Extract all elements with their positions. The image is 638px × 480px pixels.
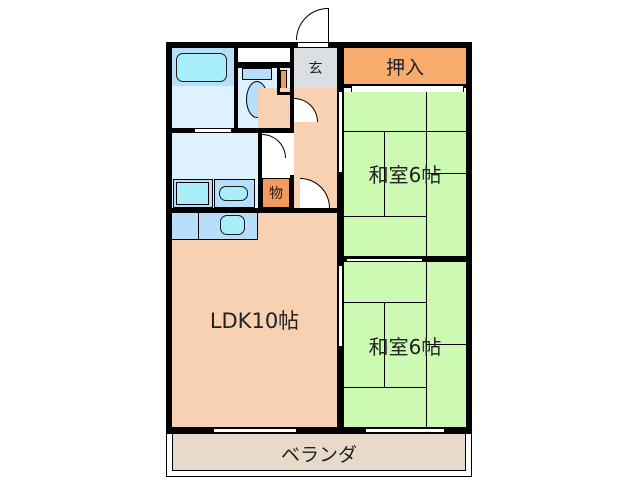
tatami-line bbox=[344, 131, 466, 132]
toilet-cabinet bbox=[280, 70, 287, 90]
genkan-label: 玄 bbox=[308, 61, 323, 77]
oshiire bbox=[344, 48, 466, 84]
wall-washroom-right bbox=[258, 133, 262, 212]
veranda-label: ベランダ bbox=[280, 443, 357, 466]
tatami-line bbox=[344, 387, 426, 388]
sliding-door-washitsu-upper[interactable] bbox=[338, 92, 343, 172]
ldk-label: LDK10帖 bbox=[209, 309, 300, 333]
ldk-room bbox=[172, 240, 337, 427]
storage-label: 物 bbox=[269, 186, 283, 202]
wall-bath-right bbox=[234, 48, 238, 133]
genkan bbox=[294, 48, 337, 88]
wall-toilet-top bbox=[234, 62, 294, 68]
wall-ldk-washitsu bbox=[337, 42, 344, 434]
wall-toilet-cabinet-b bbox=[277, 92, 294, 95]
wall-right bbox=[466, 42, 472, 434]
kitchen-divider bbox=[198, 212, 199, 240]
window-oshiire-washitsu[interactable] bbox=[351, 86, 464, 92]
washing-machine-inner bbox=[176, 182, 209, 205]
washitsu-lower-label: 和室6帖 bbox=[368, 334, 442, 359]
tatami-line bbox=[384, 131, 385, 216]
wall-left bbox=[166, 42, 172, 434]
wall-kitchen-top bbox=[172, 208, 337, 213]
wall-bottom bbox=[166, 427, 472, 434]
washitsu-upper-label: 和室6帖 bbox=[368, 162, 442, 187]
tatami-line bbox=[426, 344, 466, 345]
washitsu-upper bbox=[344, 92, 466, 257]
kitchen-sink-icon bbox=[220, 215, 245, 235]
sink-basin-icon bbox=[219, 186, 248, 201]
window-washitsu-veranda[interactable] bbox=[366, 428, 444, 433]
tatami-line bbox=[426, 92, 427, 257]
wall-bath-bottom bbox=[172, 128, 294, 133]
tatami-line bbox=[344, 302, 426, 303]
bath-door[interactable] bbox=[195, 128, 231, 133]
fusuma-divider[interactable] bbox=[347, 258, 422, 262]
oshiire-label: 押入 bbox=[385, 56, 424, 79]
entrance-door-gap bbox=[297, 42, 329, 48]
tatami-line bbox=[344, 216, 426, 217]
kitchen-counter bbox=[172, 212, 258, 240]
wall-storage-right bbox=[290, 175, 294, 212]
sliding-door-washitsu-lower[interactable] bbox=[338, 266, 343, 346]
tatami-line bbox=[384, 302, 385, 387]
veranda bbox=[172, 434, 466, 471]
ldk-room-right bbox=[258, 212, 337, 240]
bathtub-icon bbox=[176, 53, 227, 82]
tatami-line bbox=[426, 173, 466, 174]
window-ldk-veranda[interactable] bbox=[214, 428, 296, 433]
entrance-door-leaf bbox=[328, 8, 329, 42]
wall-toilet-cabinet bbox=[277, 68, 280, 95]
entrance-door-icon[interactable] bbox=[296, 8, 328, 40]
toilet-tank-icon bbox=[242, 68, 272, 80]
toilet-shelf bbox=[238, 48, 290, 62]
storage-room bbox=[262, 178, 290, 208]
wall-toilet-right bbox=[290, 48, 294, 133]
